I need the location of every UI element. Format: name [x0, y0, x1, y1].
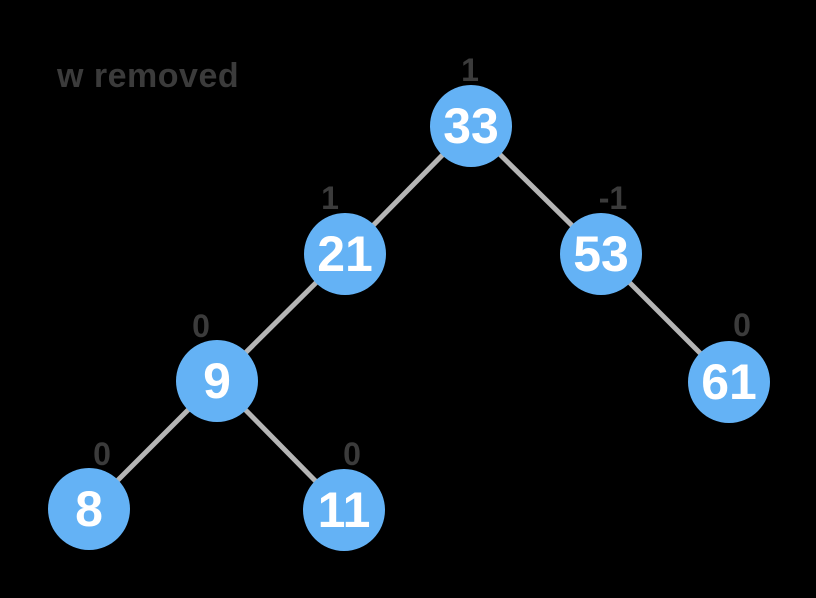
node-value-21: 21: [317, 226, 373, 282]
tree-node-8: 80: [48, 436, 130, 550]
tree-node-11: 110: [303, 436, 385, 551]
node-circle-33: [430, 85, 512, 167]
node-value-61: 61: [701, 354, 757, 410]
node-circle-53: [560, 213, 642, 295]
tree-node-53: 53-1: [560, 180, 642, 295]
balance-factor-label-53: -1: [599, 180, 627, 216]
node-value-9: 9: [203, 353, 231, 409]
tree-edges: [87, 124, 731, 512]
node-value-53: 53: [573, 226, 629, 282]
tree-node-21: 211: [304, 180, 386, 295]
node-circle-11: [303, 469, 385, 551]
node-circle-9: [176, 340, 258, 422]
node-circle-21: [304, 213, 386, 295]
node-circle-8: [48, 468, 130, 550]
balance-factor-label-33: 1: [461, 52, 479, 88]
balance-factor-label-21: 1: [321, 180, 339, 216]
tree-node-33: 331: [430, 52, 512, 167]
balance-factor-label-8: 0: [93, 436, 111, 472]
balance-factor-label-61: 0: [733, 307, 751, 343]
tree-node-61: 610: [688, 307, 770, 423]
balance-factor-label-9: 0: [192, 308, 210, 344]
node-value-33: 33: [443, 98, 499, 154]
diagram-title: w removed: [56, 57, 239, 95]
balance-factor-label-11: 0: [343, 436, 361, 472]
node-value-11: 11: [318, 482, 371, 538]
node-value-8: 8: [75, 481, 103, 537]
node-circle-61: [688, 341, 770, 423]
tree-node-9: 90: [176, 308, 258, 422]
